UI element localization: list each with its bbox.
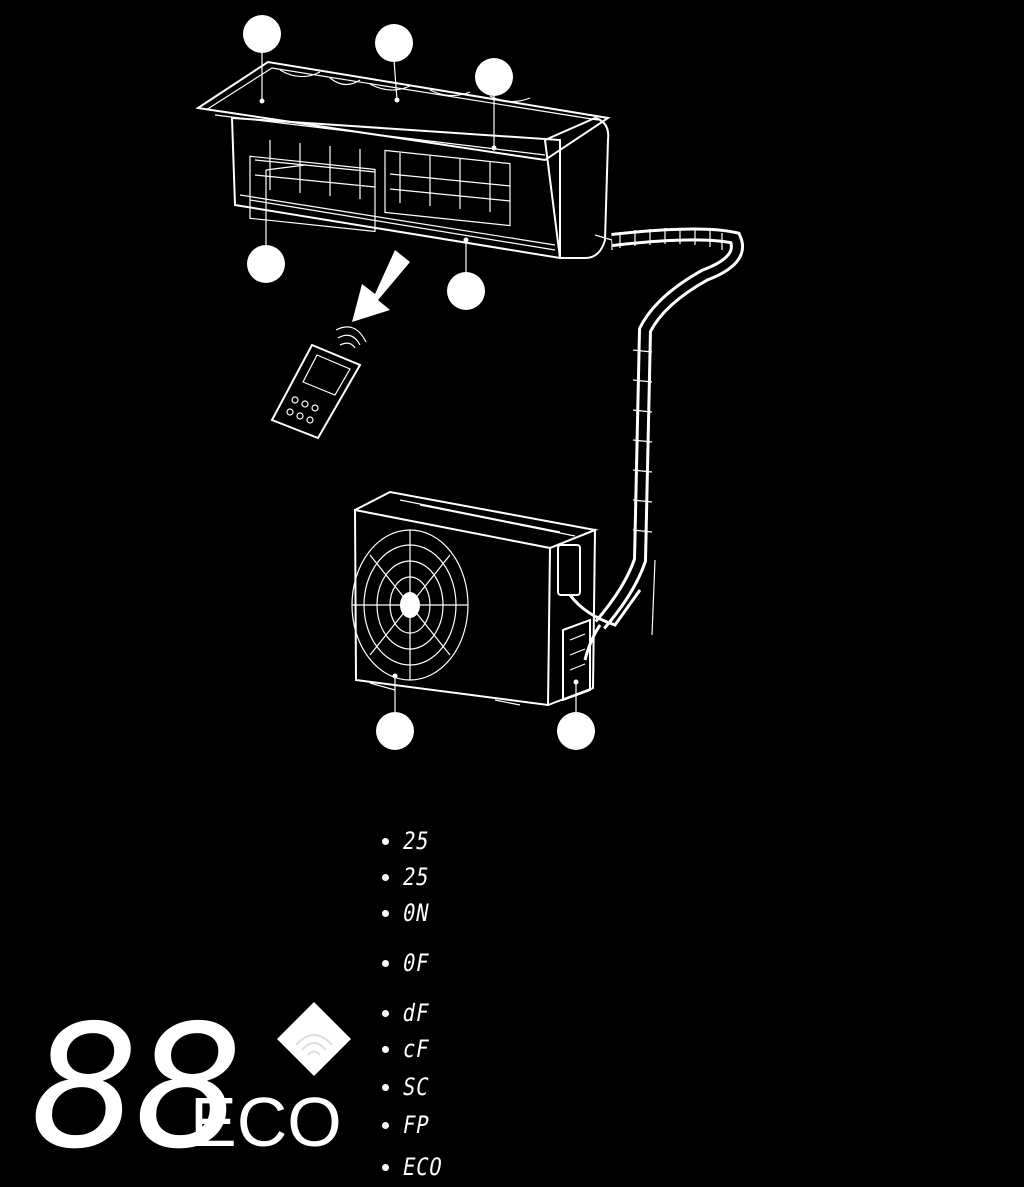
callout-indoor-body bbox=[475, 58, 513, 96]
code-text: 0N bbox=[400, 899, 432, 927]
code-text: dF bbox=[400, 999, 432, 1027]
bullet bbox=[382, 909, 389, 917]
code-text: cF bbox=[400, 1035, 432, 1063]
outdoor-fan bbox=[351, 529, 469, 681]
callout-valves bbox=[557, 712, 595, 750]
remote-control bbox=[270, 326, 367, 440]
eco-label: ECO bbox=[190, 1083, 342, 1161]
bullet bbox=[382, 959, 389, 967]
callout-front-panel bbox=[243, 15, 281, 53]
indoor-unit bbox=[195, 60, 613, 260]
code-row: 0N bbox=[382, 898, 434, 928]
direction-arrow bbox=[352, 250, 410, 322]
front-panel bbox=[195, 60, 611, 162]
callout-air-outlet bbox=[447, 272, 485, 310]
display-digits: 88 bbox=[30, 989, 242, 1187]
code-text: 25 bbox=[400, 827, 432, 855]
code-text: FP bbox=[400, 1111, 432, 1139]
code-row: 0F bbox=[382, 948, 434, 978]
code-row: FP bbox=[382, 1110, 434, 1140]
code-text: 0F bbox=[400, 949, 432, 977]
callout-air-inlet bbox=[375, 24, 413, 62]
code-text: ECO bbox=[400, 1153, 445, 1181]
code-row: 25 bbox=[382, 862, 434, 892]
air-filter bbox=[249, 140, 511, 233]
bullet bbox=[382, 1045, 389, 1053]
bullet bbox=[382, 1121, 389, 1129]
bullet bbox=[382, 1009, 389, 1017]
code-row: cF bbox=[382, 1034, 434, 1064]
outdoor-unit bbox=[351, 490, 599, 707]
callouts bbox=[243, 15, 595, 750]
bullet bbox=[382, 837, 389, 845]
connecting-pipe bbox=[594, 227, 744, 636]
code-row: SC bbox=[382, 1072, 434, 1102]
bullet bbox=[382, 873, 389, 881]
code-row: 25 bbox=[382, 826, 434, 856]
code-row: ECO bbox=[382, 1152, 449, 1182]
callout-air-filter bbox=[247, 245, 285, 283]
code-text: SC bbox=[400, 1073, 432, 1101]
code-row: dF bbox=[382, 998, 434, 1028]
callout-air-outlet-outdoor bbox=[376, 712, 414, 750]
bullet bbox=[382, 1083, 389, 1091]
code-text: 25 bbox=[400, 863, 432, 891]
eco-mode-icon bbox=[277, 1002, 351, 1076]
bullet bbox=[382, 1163, 389, 1171]
